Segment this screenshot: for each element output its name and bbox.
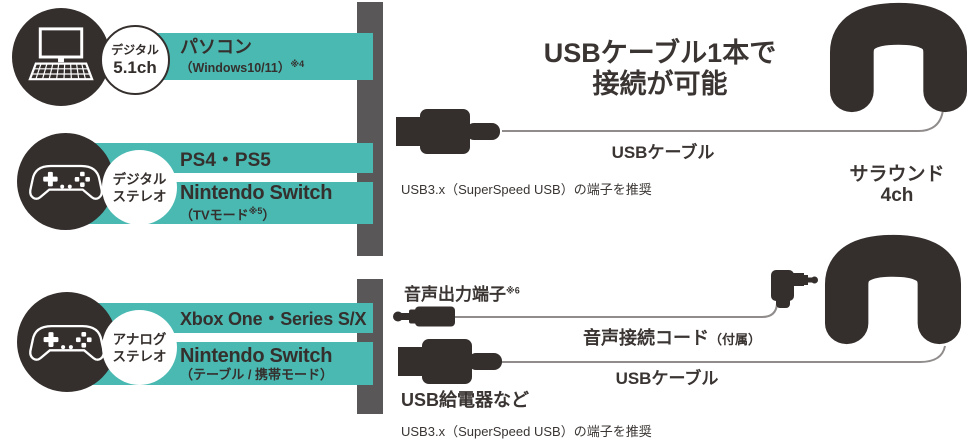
audio-out-label-text: 音声出力端子 xyxy=(404,285,506,304)
device-bar-switch-portable-label: Nintendo Switch xyxy=(180,344,333,367)
usb-note-bottom: USB3.x（SuperSpeed USB）の端子を推奨 xyxy=(401,424,652,439)
badge-digital-51ch-line2: 5.1ch xyxy=(113,58,157,77)
audio-plug-right-angle-icon xyxy=(771,270,818,308)
neck-speaker-icon xyxy=(829,2,968,113)
surround-label-line2: 4ch xyxy=(880,185,914,206)
badge-digital-51ch-line1: デジタル xyxy=(111,43,159,57)
badge-analog-stereo-line2: ステレオ xyxy=(112,348,167,364)
device-bar-switch-tv-sub-text: （TVモード xyxy=(180,207,249,223)
device-bar-ps-label: PS4・PS5 xyxy=(180,149,271,171)
pc-icon-circle xyxy=(12,8,110,106)
device-bar-switch-tv-sub: （TVモード※5） xyxy=(180,204,373,222)
diagram-heading-line2: 接続が可能 xyxy=(592,69,728,99)
badge-analog-stereo: アナログ ステレオ xyxy=(102,310,177,385)
device-bar-pc: パソコン （Windows10/11）※4 xyxy=(135,33,373,80)
device-bar-pc-footnote: ※4 xyxy=(290,58,305,69)
usb-plug-icon xyxy=(398,339,502,384)
usb-plug-icon xyxy=(396,109,500,154)
usb-cable-label-top: USBケーブル xyxy=(611,143,715,162)
device-bar-pc-sub-text: （Windows10/11） xyxy=(180,61,291,76)
device-bar-switch-portable-sub-text: （テーブル / 携帯モード） xyxy=(180,366,334,382)
surround-label: サラウンド 4ch xyxy=(838,164,956,206)
digital-stereo-icon-circle xyxy=(17,133,114,230)
audio-cord-label: 音声接続コード（付属） xyxy=(583,324,761,350)
usb-cable-label-bottom: USBケーブル xyxy=(615,369,719,388)
analog-stereo-icon-circle xyxy=(17,292,117,392)
gamepad-icon xyxy=(28,164,103,200)
audio-cord-label-text: 音声接続コード xyxy=(583,328,709,348)
device-bar-pc-sub: （Windows10/11）※4 xyxy=(180,57,373,76)
audio-cord-note: （付属） xyxy=(709,332,762,347)
badge-digital-51ch: デジタル 5.1ch xyxy=(100,25,170,95)
audio-out-label: 音声出力端子※6 xyxy=(404,280,520,305)
diagram-heading-line1: USBケーブル1本で xyxy=(543,38,777,68)
surround-label-line1: サラウンド xyxy=(849,164,945,185)
badge-analog-stereo-line1: アナログ xyxy=(112,331,167,347)
badge-digital-stereo-line1: デジタル xyxy=(112,171,167,187)
device-bar-pc-label: パソコン xyxy=(180,36,252,57)
device-bar-switch-tv-footnote: ※5 xyxy=(248,206,263,217)
device-bar-switch-tv-label: Nintendo Switch xyxy=(180,182,333,205)
audio-plug-icon xyxy=(393,306,455,327)
neck-speaker-icon xyxy=(824,234,962,345)
badge-digital-stereo: デジタル ステレオ xyxy=(102,150,177,225)
device-bar-switch-portable-sub: （テーブル / 携帯モード） xyxy=(180,367,373,382)
usb-note-top: USB3.x（SuperSpeed USB）の端子を推奨 xyxy=(401,182,652,197)
usb-power-label: USB給電器など xyxy=(401,390,530,410)
device-bar-switch-tv-sub-close: ） xyxy=(262,207,276,223)
badge-digital-stereo-line2: ステレオ xyxy=(112,188,167,204)
gamepad-icon xyxy=(29,324,105,361)
audio-cable-line xyxy=(453,303,778,318)
device-bar-xbox-label: Xbox One・Series S/X xyxy=(180,309,367,329)
diagram-heading: USBケーブル1本で 接続が可能 xyxy=(520,38,800,100)
laptop-icon xyxy=(28,27,94,81)
audio-out-footnote: ※6 xyxy=(506,285,520,296)
